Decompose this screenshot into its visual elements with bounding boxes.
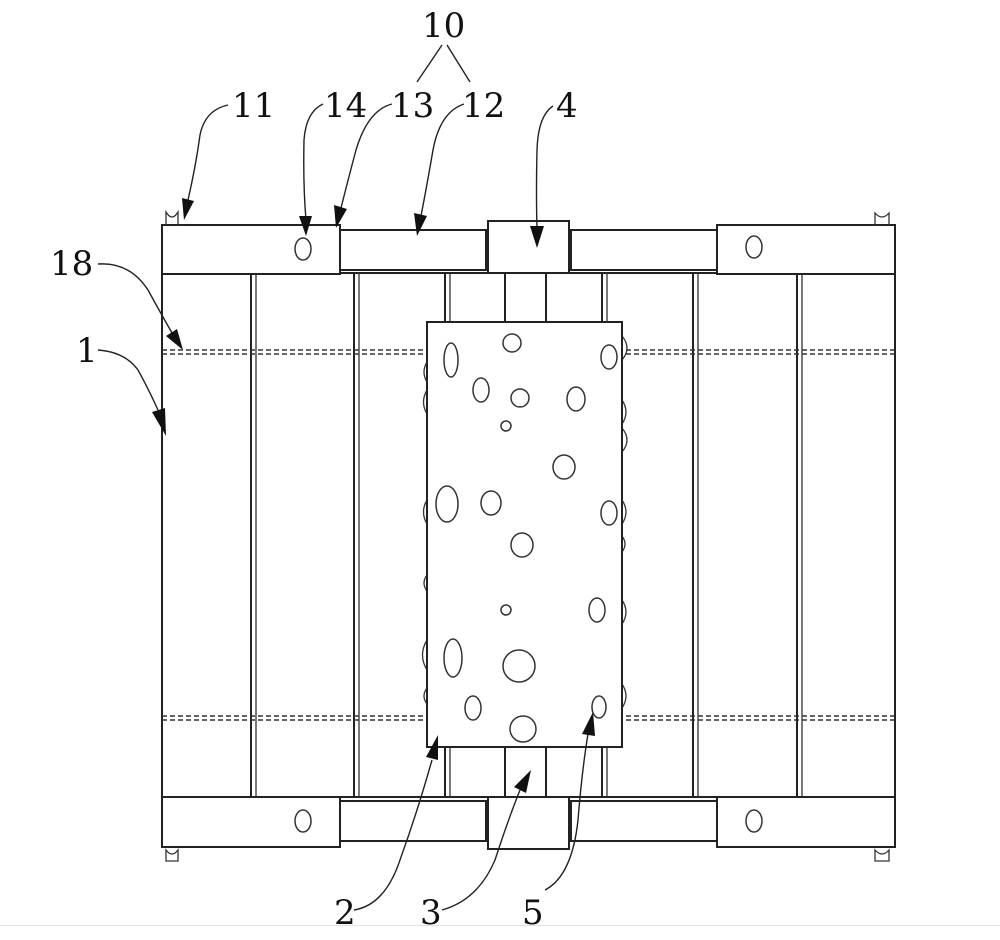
perforated-panel xyxy=(421,321,628,748)
top-right-guide-bar xyxy=(570,229,718,271)
panel-hole xyxy=(443,638,463,678)
leader-2 xyxy=(353,759,433,911)
leader-lines xyxy=(97,44,595,911)
panel-hole xyxy=(443,342,459,378)
bottom-right-lug xyxy=(874,848,890,862)
leader-12 xyxy=(420,103,465,217)
panel-hole xyxy=(500,604,512,616)
panel-hole xyxy=(510,532,534,558)
top-left-guide-bar xyxy=(339,229,487,271)
leader-18 xyxy=(97,263,173,334)
panel-hole xyxy=(435,485,459,523)
panel-left-edge-holes xyxy=(421,361,428,705)
label-3: 3 xyxy=(420,893,442,933)
arrow-11 xyxy=(182,198,194,220)
top-right-end-block xyxy=(716,224,896,275)
label-4: 4 xyxy=(556,86,578,126)
arrow-12 xyxy=(414,213,427,236)
leader-14 xyxy=(303,103,324,221)
label-2: 2 xyxy=(334,893,356,933)
top-center-block xyxy=(487,220,570,274)
label-1: 1 xyxy=(76,331,98,371)
panel-hole xyxy=(464,695,482,721)
panel-hole xyxy=(600,500,618,526)
bottom-left-lug xyxy=(165,848,179,862)
panel-hole xyxy=(566,386,586,412)
bottom-right-end-block xyxy=(716,796,896,848)
panel-hole xyxy=(509,715,537,743)
leader-13 xyxy=(340,103,393,209)
leader-4 xyxy=(535,105,554,229)
arrow-13 xyxy=(334,205,347,228)
top-left-end-block xyxy=(161,224,341,275)
panel-hole xyxy=(480,490,502,516)
bottom-rail xyxy=(161,796,896,862)
label-10: 10 xyxy=(422,6,465,46)
panel-hole xyxy=(472,377,490,403)
label-14: 14 xyxy=(324,86,367,126)
arrow-14 xyxy=(299,216,312,236)
panel-hole xyxy=(500,420,512,432)
top-right-bolt-hole xyxy=(745,235,763,259)
panel-hole xyxy=(510,388,530,408)
bottom-left-end-block xyxy=(161,796,341,848)
arrow-4 xyxy=(530,226,544,248)
leader-10 xyxy=(416,44,471,83)
arrow-1 xyxy=(152,408,166,436)
leader-1 xyxy=(97,349,159,411)
arrow-18 xyxy=(166,329,183,350)
top-rail xyxy=(161,209,896,275)
arrow-2 xyxy=(426,735,438,760)
top-right-lug xyxy=(874,211,890,225)
label-13: 13 xyxy=(391,86,434,126)
reference-labels: 10 11 14 13 12 4 18 1 2 3 5 xyxy=(50,6,578,933)
panel-hole xyxy=(502,333,522,353)
leader-5 xyxy=(544,733,589,891)
panel-hole xyxy=(502,649,536,683)
page-bottom-rule xyxy=(0,925,1000,926)
panel-hole xyxy=(600,344,618,370)
bottom-right-guide-bar xyxy=(570,800,718,842)
panel-right-edge-holes xyxy=(621,335,628,709)
bottom-right-bolt-hole xyxy=(745,809,763,833)
top-left-bolt-hole xyxy=(294,237,312,261)
panel-hole xyxy=(552,454,576,480)
leader-11 xyxy=(187,104,229,201)
label-5: 5 xyxy=(522,893,544,933)
label-11: 11 xyxy=(232,86,275,126)
panel-hole xyxy=(588,597,606,623)
arrow-3 xyxy=(514,770,531,793)
top-left-lug xyxy=(165,209,179,225)
panel-hole xyxy=(591,695,607,719)
leader-3 xyxy=(441,789,521,911)
bottom-left-bolt-hole xyxy=(294,809,312,833)
label-12: 12 xyxy=(462,86,505,126)
bottom-center-block xyxy=(487,796,570,850)
label-18: 18 xyxy=(50,244,93,284)
arrow-5 xyxy=(582,712,595,736)
